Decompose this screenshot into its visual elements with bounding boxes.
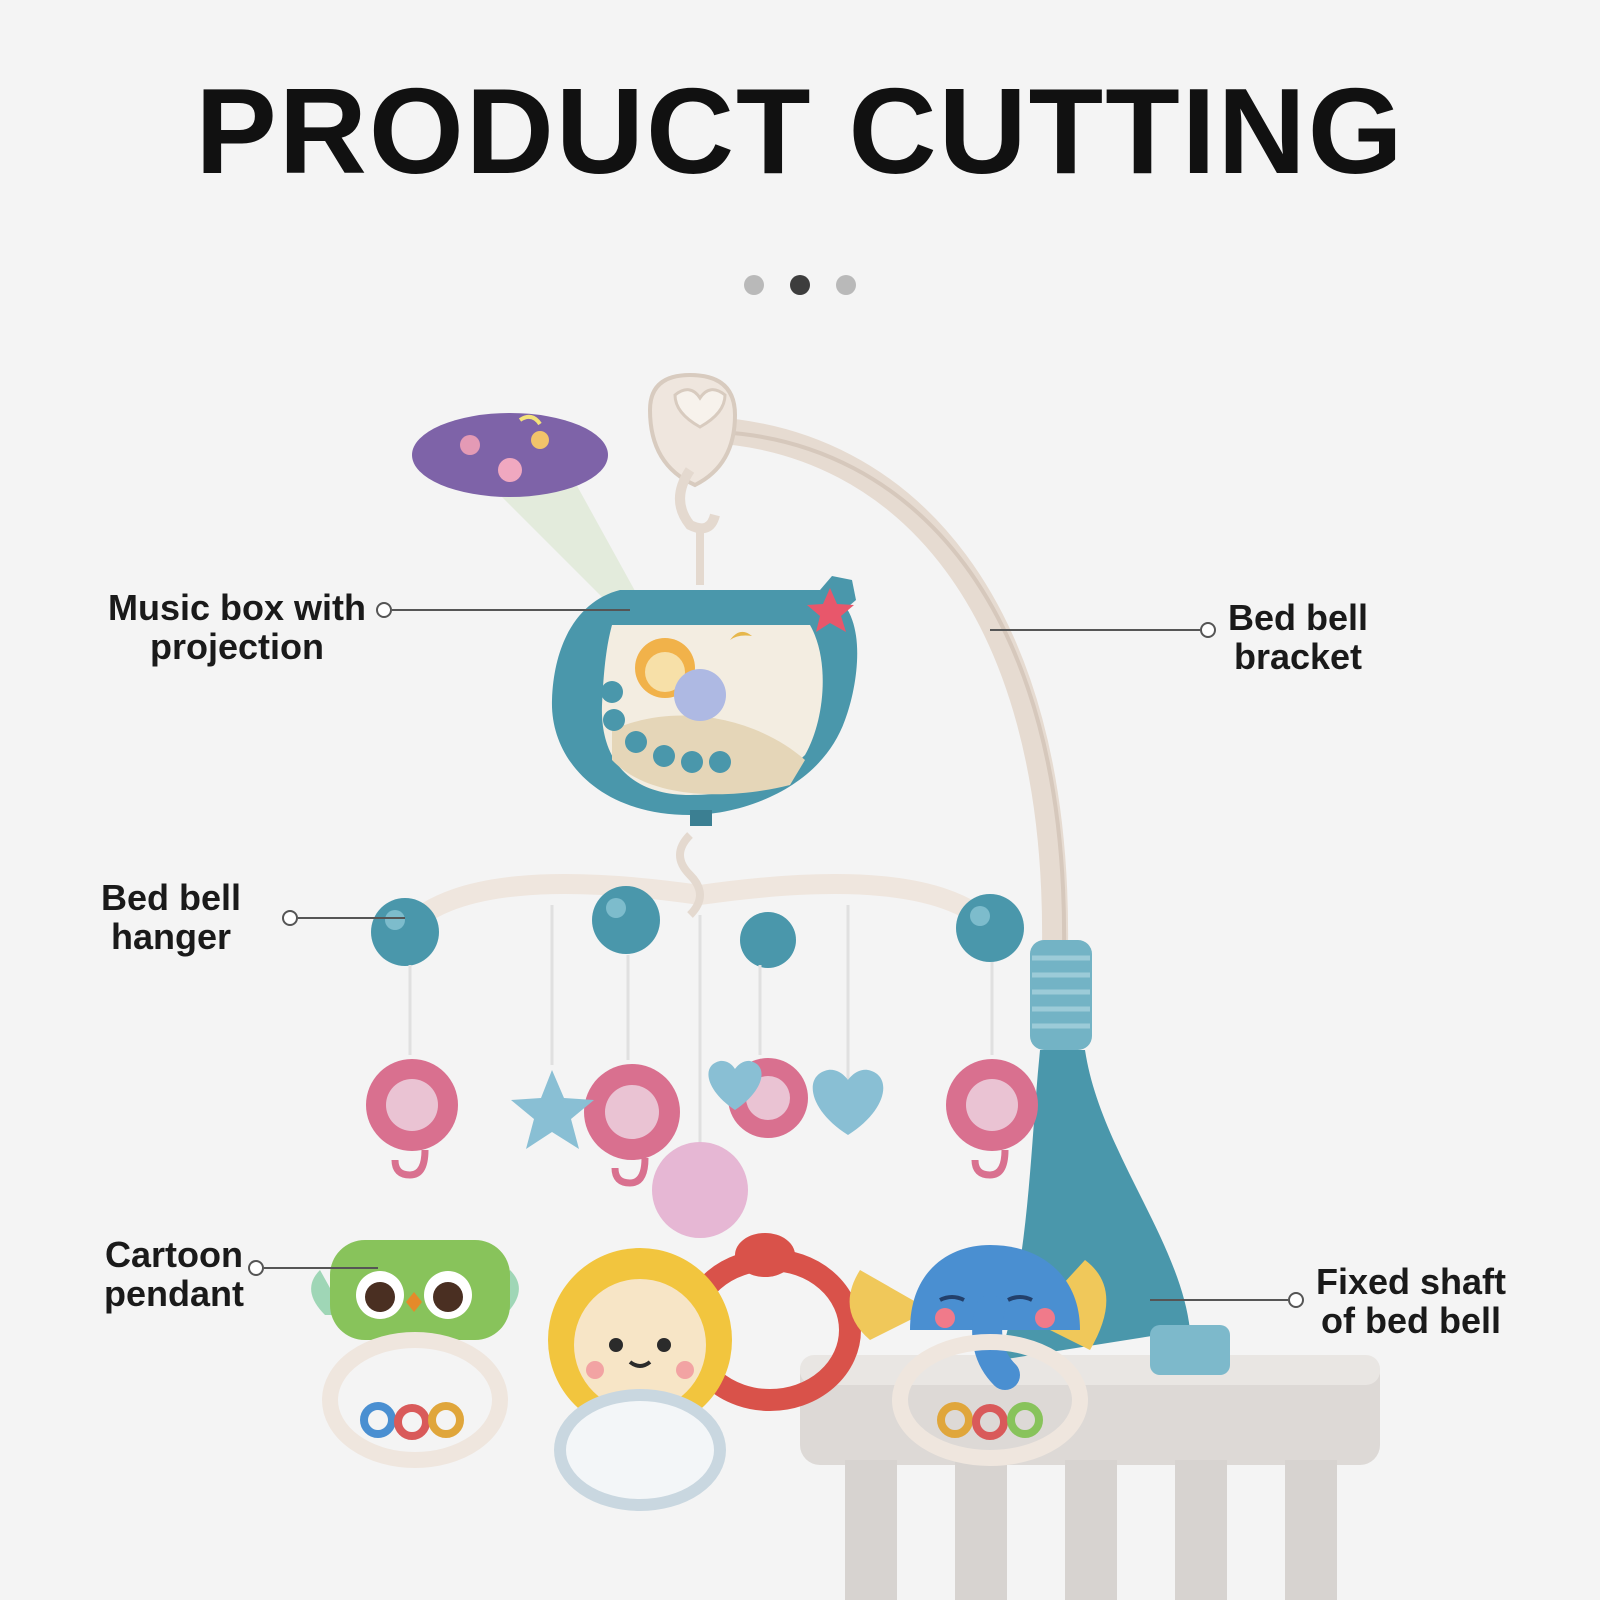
label-bed-bell-hanger: Bed bell hanger	[100, 877, 242, 957]
label-music-box: Music box with projection	[107, 587, 366, 667]
page-title: PRODUCT CUTTING	[195, 63, 1405, 199]
pagination-dots	[744, 275, 864, 299]
cartoon-pendants	[311, 1233, 1107, 1511]
pagination-dot-1[interactable]	[744, 275, 764, 295]
hanging-strings	[408, 905, 994, 1155]
pagination-dot-2-active[interactable]	[790, 275, 810, 295]
crib-rail	[800, 1355, 1380, 1600]
pagination-dot-3[interactable]	[836, 275, 856, 295]
flower-pendants	[366, 1058, 1038, 1238]
label-cartoon-pendant: Cartoon pendant	[104, 1234, 244, 1314]
music-box	[551, 576, 858, 826]
label-fixed-shaft: Fixed shaft of bed bell	[1315, 1261, 1507, 1341]
callout-lines	[248, 602, 1304, 1308]
label-bed-bell-bracket: Bed bell bracket	[1227, 597, 1369, 677]
bed-bell-bracket	[647, 372, 1069, 963]
projection-image	[412, 413, 640, 605]
bed-bell-hanger	[371, 832, 1024, 968]
